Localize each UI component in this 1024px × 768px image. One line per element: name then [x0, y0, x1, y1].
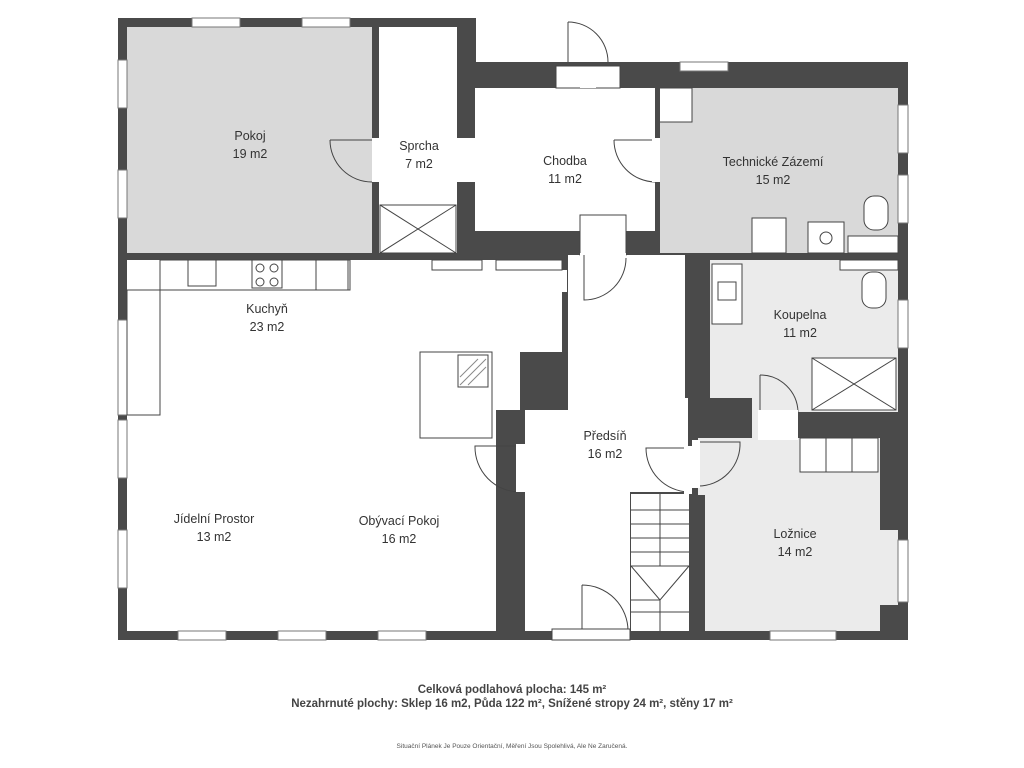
floor-chodba	[475, 88, 655, 231]
label-koupelna: Koupelna	[774, 308, 827, 322]
label-obyvaci-pokoj: Obývací Pokoj	[359, 514, 440, 528]
fixtures	[126, 87, 899, 473]
label-sprcha: Sprcha	[399, 139, 439, 153]
excluded-areas: Nezahrnuté plochy: Sklep 16 m2, Půda 122…	[291, 698, 733, 710]
windows	[117, 17, 909, 641]
label-chodba: Chodba	[543, 154, 587, 168]
area-koupelna: 11 m2	[783, 326, 817, 340]
disclaimer-text: Situační Plánek Je Pouze Orientační, Měř…	[396, 743, 628, 750]
room-floors	[127, 27, 898, 631]
area-obyvaci-pokoj: 16 m2	[382, 532, 417, 546]
total-floor-area: Celková podlahová plocha: 145 m²	[417, 684, 607, 696]
wardrobe	[799, 437, 879, 473]
sink-technicke	[807, 221, 845, 254]
room-labels: Pokoj 19 m2 Sprcha 7 m2 Chodba 11 m2 Tec…	[174, 129, 827, 559]
kitchen-sink	[187, 259, 217, 287]
area-technicke-zazemi: 15 m2	[756, 173, 791, 187]
boiler	[751, 217, 787, 254]
area-sprcha: 7 m2	[405, 157, 433, 171]
toilet-technicke	[863, 195, 889, 231]
label-predsin: Předsíň	[583, 429, 626, 443]
doors	[328, 18, 799, 641]
area-jidelni-prostor: 13 m2	[197, 530, 232, 544]
label-loznice: Ložnice	[773, 527, 816, 541]
area-predsin: 16 m2	[588, 447, 623, 461]
staircase	[630, 494, 690, 631]
washbasin-koupelna	[711, 263, 743, 325]
area-chodba: 11 m2	[548, 172, 582, 186]
floor-plan: Pokoj 19 m2 Sprcha 7 m2 Chodba 11 m2 Tec…	[117, 17, 909, 641]
area-pokoj: 19 m2	[233, 147, 268, 161]
label-technicke-zazemi: Technické Zázemí	[723, 155, 824, 169]
floor-predsin	[525, 255, 688, 631]
label-pokoj: Pokoj	[234, 129, 265, 143]
label-kuchyn: Kuchyň	[246, 302, 288, 316]
toilet-koupelna	[861, 271, 887, 309]
area-kuchyn: 23 m2	[250, 320, 285, 334]
area-loznice: 14 m2	[778, 545, 813, 559]
label-jidelni-prostor: Jídelní Prostor	[174, 512, 255, 526]
